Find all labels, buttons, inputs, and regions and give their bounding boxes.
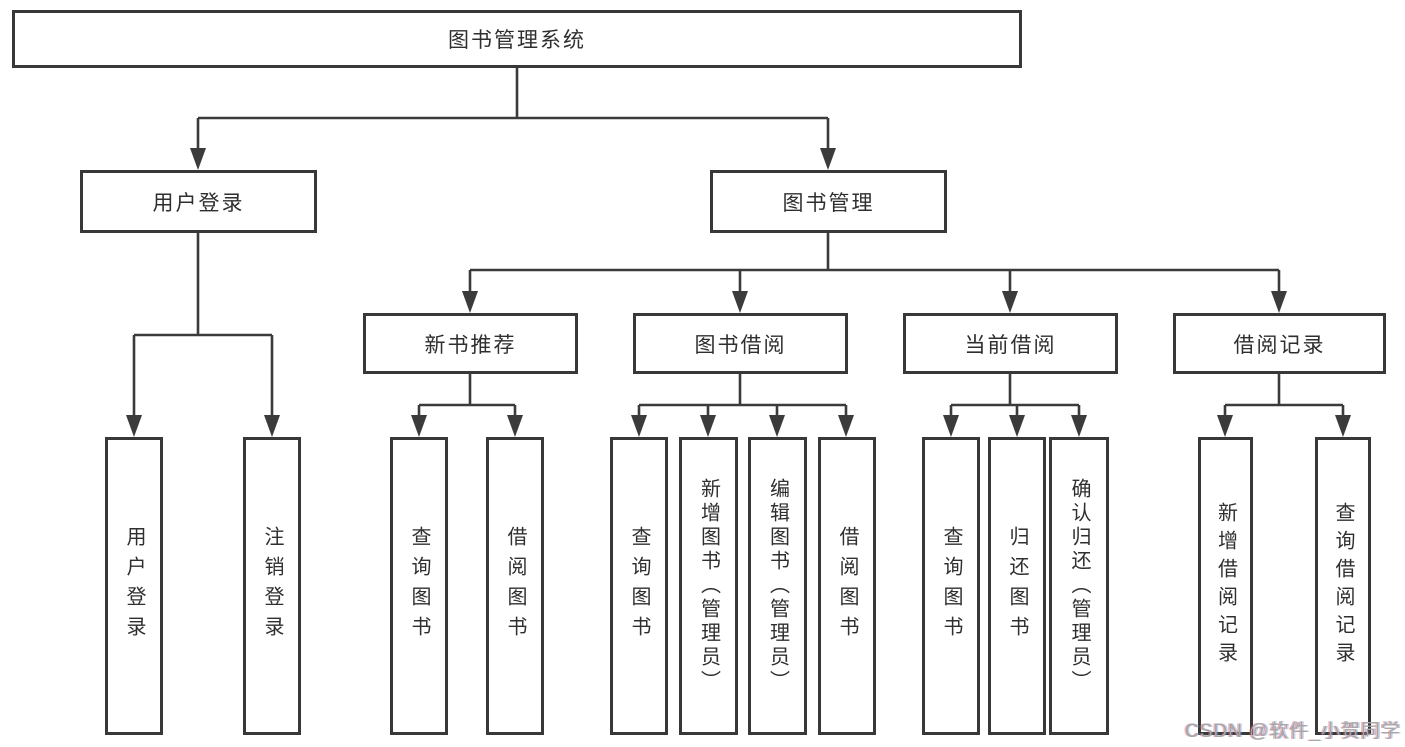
leaf-confirm-return-admin: 确认归还（管理员） xyxy=(1049,437,1109,735)
node-book-management: 图书管理 xyxy=(710,170,947,233)
leaf-query-borrow-record: 查询借阅记录 xyxy=(1315,437,1371,735)
leaf-borrow-borrow-book: 借阅图书 xyxy=(818,437,876,735)
leaf-add-book-admin: 新增图书（管理员） xyxy=(679,437,738,735)
node-current-borrow: 当前借阅 xyxy=(903,313,1118,374)
node-borrow-record: 借阅记录 xyxy=(1173,313,1386,374)
leaf-current-query-book: 查询图书 xyxy=(922,437,980,735)
leaf-newbook-borrow-book: 借阅图书 xyxy=(486,437,544,735)
leaf-newbook-query-book: 查询图书 xyxy=(390,437,448,735)
leaf-borrow-query-book: 查询图书 xyxy=(610,437,668,735)
node-user-login: 用户登录 xyxy=(80,170,317,233)
node-book-borrow: 图书借阅 xyxy=(633,313,848,374)
node-root: 图书管理系统 xyxy=(12,10,1022,68)
leaf-add-borrow-record: 新增借阅记录 xyxy=(1198,437,1253,735)
leaf-edit-book-admin: 编辑图书（管理员） xyxy=(748,437,807,735)
leaf-user-login: 用户登录 xyxy=(105,437,163,735)
leaf-logout: 注销登录 xyxy=(243,437,301,735)
node-new-book-recommend: 新书推荐 xyxy=(363,313,578,374)
leaf-return-book: 归还图书 xyxy=(988,437,1046,735)
watermark: CSDN @软件_小贺同学 xyxy=(1185,721,1401,742)
